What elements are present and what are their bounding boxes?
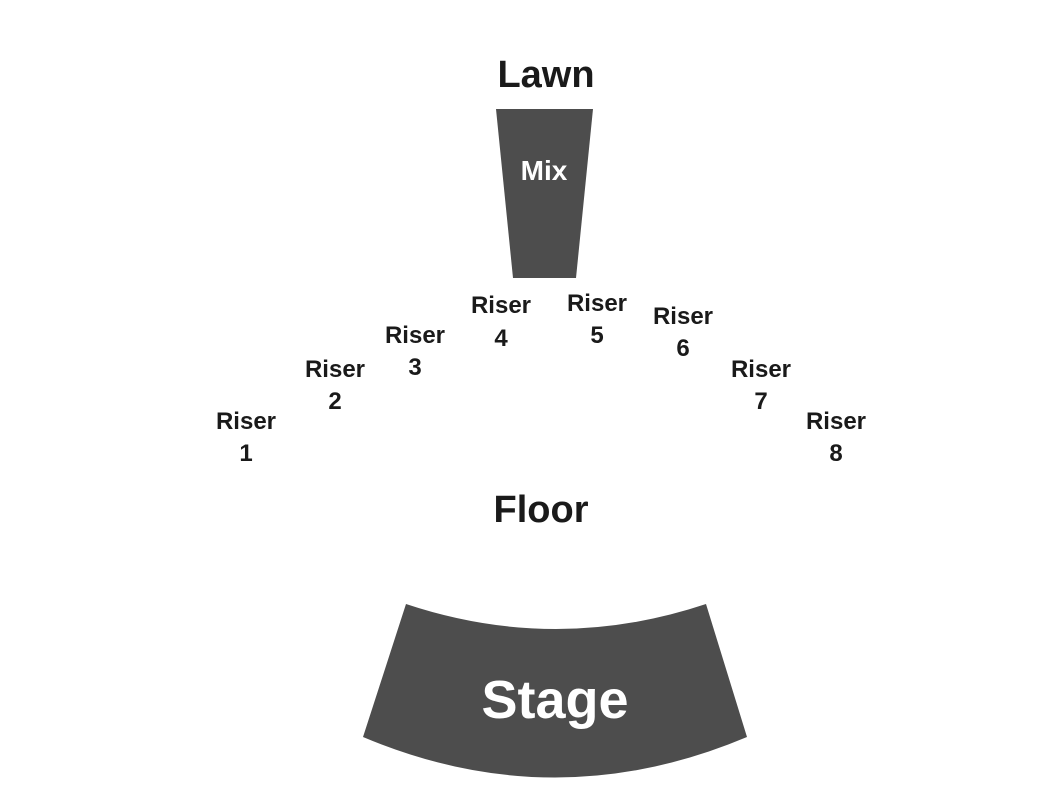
lawn-label[interactable]: Lawn xyxy=(497,54,594,96)
mix-section[interactable]: Mix xyxy=(496,109,593,278)
mix-label: Mix xyxy=(521,155,568,186)
riser-5-word: Riser xyxy=(567,290,627,317)
riser-3[interactable]: Riser 3 xyxy=(385,322,445,381)
riser-5[interactable]: Riser 5 xyxy=(567,290,627,349)
riser-6[interactable]: Riser 6 xyxy=(653,303,713,362)
riser-6-word: Riser xyxy=(653,303,713,330)
riser-6-number: 6 xyxy=(676,335,689,362)
riser-1-number: 1 xyxy=(239,440,252,467)
riser-1-word: Riser xyxy=(216,408,276,435)
riser-7-word: Riser xyxy=(731,356,791,383)
stage-shape[interactable] xyxy=(363,604,747,778)
riser-8-word: Riser xyxy=(806,408,866,435)
mix-shape[interactable] xyxy=(496,109,593,278)
riser-2[interactable]: Riser 2 xyxy=(305,356,365,415)
riser-3-word: Riser xyxy=(385,322,445,349)
riser-8-number: 8 xyxy=(829,440,842,467)
stage-section[interactable]: Stage xyxy=(363,604,747,778)
floor-label[interactable]: Floor xyxy=(494,489,589,531)
riser-3-number: 3 xyxy=(408,354,421,381)
riser-2-word: Riser xyxy=(305,356,365,383)
riser-1[interactable]: Riser 1 xyxy=(216,408,276,467)
riser-4[interactable]: Riser 4 xyxy=(471,292,531,352)
riser-4-word: Riser xyxy=(471,292,531,319)
riser-7[interactable]: Riser 7 xyxy=(731,356,791,415)
stage-label: Stage xyxy=(481,670,628,730)
riser-5-number: 5 xyxy=(590,322,603,349)
riser-7-number: 7 xyxy=(754,388,767,415)
riser-8[interactable]: Riser 8 xyxy=(806,408,866,467)
riser-2-number: 2 xyxy=(328,388,341,415)
riser-4-number: 4 xyxy=(494,325,508,352)
